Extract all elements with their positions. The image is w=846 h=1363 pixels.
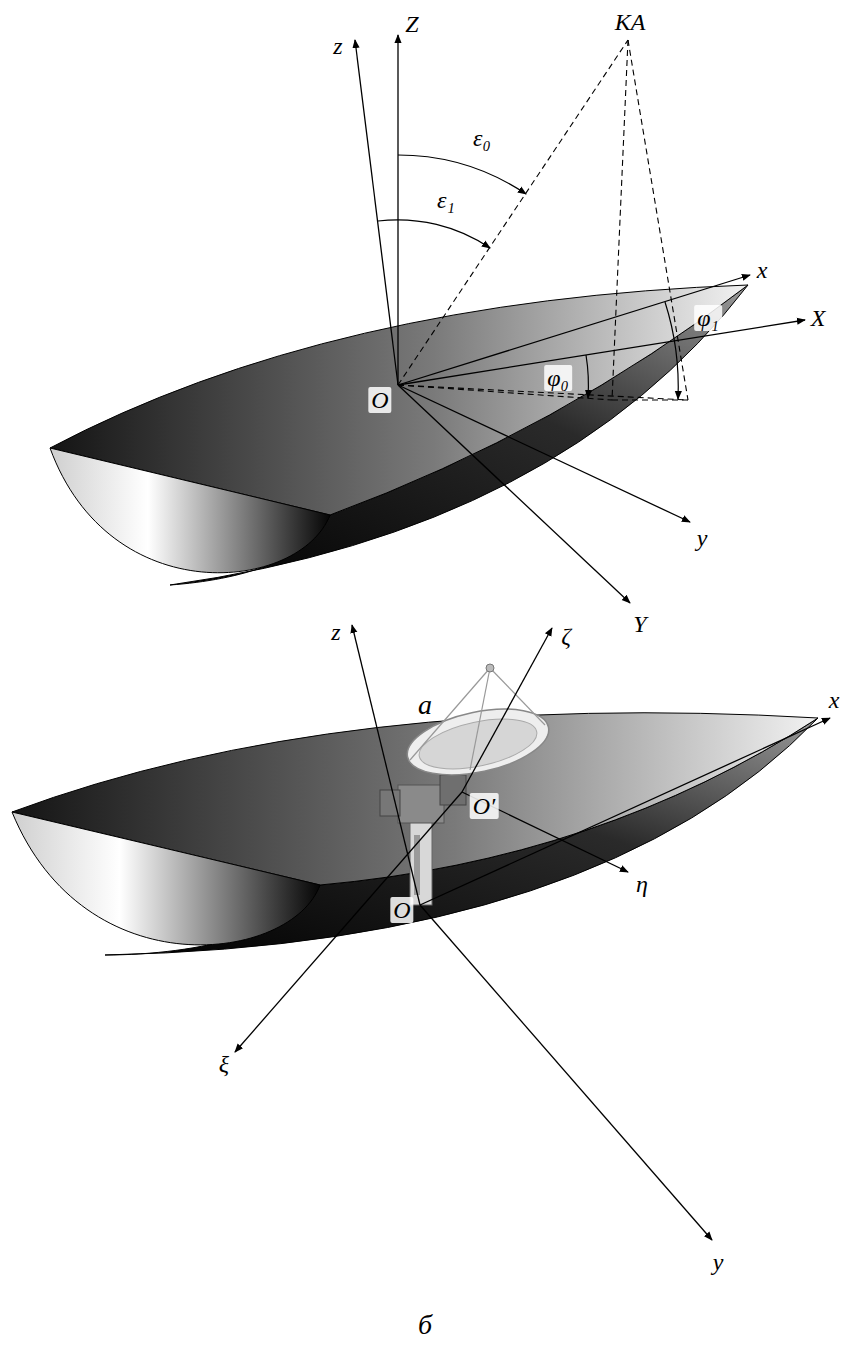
axis-xi [235,792,462,1052]
angle-arc [586,355,588,398]
angle-label: φ₀ [544,365,572,391]
axis-label: x [829,688,840,712]
angle-arc [665,302,678,399]
angle-label: ε₁ [437,188,455,212]
panel-letter: б [418,1311,432,1339]
hull-a [50,285,748,585]
axis-z [352,625,420,905]
axis-X [398,320,805,385]
axis-x [398,275,750,385]
axis-label: y [713,1250,724,1274]
axis-label: Z [405,12,418,36]
angle-arc [378,220,490,248]
axis-x [420,718,830,905]
angle-label: φ₁ [694,305,722,331]
dashed-line [398,40,628,385]
antenna-mount [398,785,444,823]
panel-letter: а [418,691,432,719]
dashed-line [612,40,628,400]
axis-z [355,40,398,385]
origin-label: O [368,387,391,413]
axis-label: Y [633,612,646,636]
axis-label: x [757,258,768,282]
antenna [380,664,555,905]
axis-Z [397,35,398,385]
hull-stern [12,812,320,945]
angle-label: ε₀ [473,126,491,150]
antenna-dish-inner [415,710,542,778]
origin-label: O [390,897,413,923]
antenna-feed [486,664,494,672]
axis-zeta [462,628,552,792]
angle-arc [398,155,526,194]
dashed-line [398,385,612,400]
axis-label: η [636,872,648,896]
angle-arcs [378,155,678,399]
dashed-line [612,399,688,400]
axis-label: z [331,620,340,644]
axis-eta [462,792,628,872]
origin-label: O′ [470,793,499,819]
axes-a [355,35,805,603]
axis-label: y [697,526,708,550]
dashed-line [398,385,688,400]
dashed-line [628,40,688,400]
sightline-dashes [398,40,688,400]
axis-y [420,905,712,1240]
axes-b [235,625,830,1240]
axis-label: ξ [219,1052,229,1076]
axis-y [398,385,690,522]
axis-Y [398,385,630,603]
axis-label: z [333,34,342,58]
axis-label: X [811,306,826,330]
antenna-mast [410,820,432,905]
spacecraft-label: КА [615,10,646,34]
antenna-mount [440,775,466,805]
antenna-struts [410,668,545,770]
axis-label: ζ [561,624,571,648]
hull-stern [50,448,330,573]
